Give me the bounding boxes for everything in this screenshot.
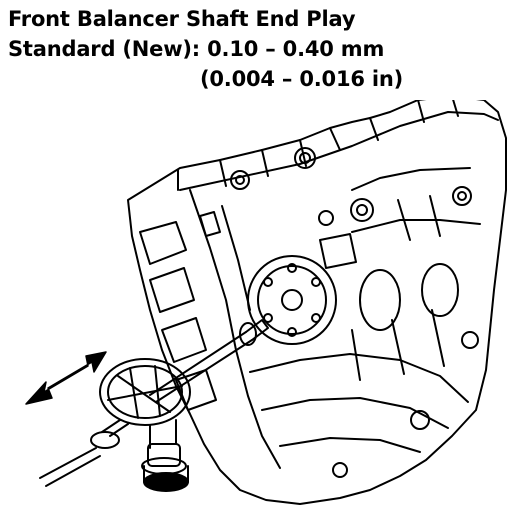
engine-figure <box>25 100 507 505</box>
double-headed-arrow-icon <box>25 351 107 405</box>
standard-label: Standard (New): <box>8 37 200 61</box>
spec-block: Front Balancer Shaft End Play Standard (… <box>8 4 520 94</box>
value-metric: 0.10 – 0.40 mm <box>207 37 385 61</box>
spec-title: Front Balancer Shaft End Play <box>8 7 356 31</box>
engine-block <box>127 100 507 505</box>
dial-indicator-icon <box>39 358 191 492</box>
value-imperial: (0.004 – 0.016 in) <box>200 67 404 91</box>
spec-standard-row: Standard (New): 0.10 – 0.40 mm <box>8 34 520 64</box>
indicator-probe <box>149 319 269 403</box>
